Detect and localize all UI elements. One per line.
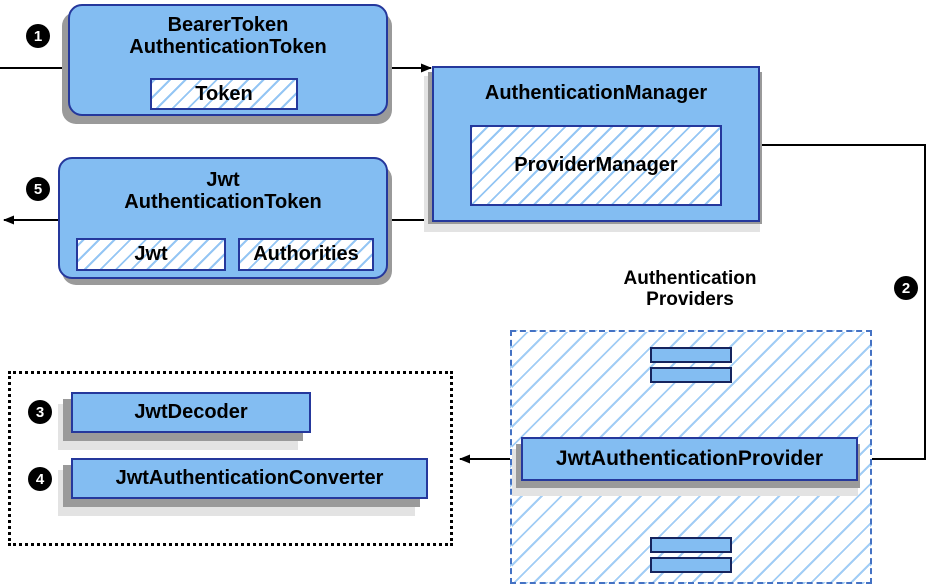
inner-box-authorities: Authorities bbox=[238, 238, 374, 271]
node-bearer-token-label: BearerToken AuthenticationToken bbox=[129, 14, 327, 59]
provider-bar-bottom-1 bbox=[650, 537, 732, 553]
step-marker-3: 3 bbox=[28, 400, 52, 424]
step-marker-4: 4 bbox=[28, 467, 52, 491]
providers-group-label: Authentication Providers bbox=[623, 268, 757, 311]
step-marker-5-number: 5 bbox=[33, 180, 43, 198]
provider-bar-bottom-2 bbox=[650, 557, 732, 573]
inner-box-authorities-label: Authorities bbox=[253, 243, 359, 265]
step-marker-4-number: 4 bbox=[35, 470, 45, 488]
node-jwt-authentication-converter-label: JwtAuthenticationConverter bbox=[115, 467, 384, 490]
jwt-support-group bbox=[8, 371, 453, 546]
inner-box-token: Token bbox=[150, 78, 298, 110]
inner-box-jwt-label: Jwt bbox=[134, 243, 168, 265]
node-jwt-decoder-label: JwtDecoder bbox=[134, 401, 248, 424]
step-marker-5: 5 bbox=[26, 177, 50, 201]
provider-bar-top-1 bbox=[650, 347, 732, 363]
inner-box-provider-manager: ProviderManager bbox=[470, 125, 722, 206]
node-jwt-decoder[interactable]: JwtDecoder bbox=[71, 392, 311, 433]
node-jwt-authentication-provider[interactable]: JwtAuthenticationProvider bbox=[521, 437, 858, 481]
step-marker-3-number: 3 bbox=[35, 403, 45, 421]
inner-box-provider-manager-label: ProviderManager bbox=[514, 154, 678, 176]
provider-bar-top-2 bbox=[650, 367, 732, 383]
inner-box-token-label: Token bbox=[195, 82, 253, 105]
node-jwt-authentication-token-label: Jwt AuthenticationToken bbox=[124, 169, 322, 214]
node-jwt-authentication-converter[interactable]: JwtAuthenticationConverter bbox=[71, 458, 428, 499]
step-marker-2: 2 bbox=[894, 276, 918, 300]
step-marker-1: 1 bbox=[26, 24, 50, 48]
node-authentication-manager-label: AuthenticationManager bbox=[484, 82, 708, 104]
step-marker-1-number: 1 bbox=[33, 27, 43, 45]
step-marker-2-number: 2 bbox=[901, 279, 911, 297]
inner-box-jwt: Jwt bbox=[76, 238, 226, 271]
node-jwt-authentication-provider-label: JwtAuthenticationProvider bbox=[555, 447, 824, 471]
